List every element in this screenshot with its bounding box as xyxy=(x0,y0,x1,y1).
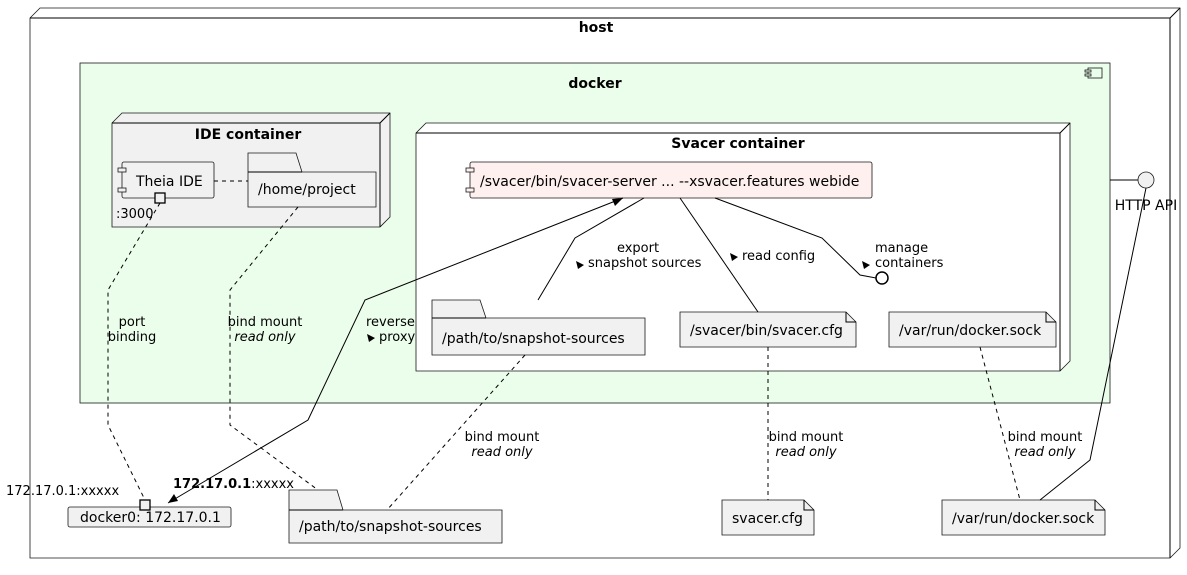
svg-text:172.17.0.1:xxxxx: 172.17.0.1:xxxxx xyxy=(173,477,294,492)
theia-port-label: :3000 xyxy=(116,207,153,222)
edge-bind-snapshot: bind mount read only xyxy=(386,354,540,511)
svg-text:port: port xyxy=(119,315,146,330)
svacer-container-title: Svacer container xyxy=(671,136,805,152)
snapshot-sources-folder-inner: /path/to/snapshot-sources xyxy=(431,299,646,356)
snapshot-host-label: /path/to/snapshot-sources xyxy=(299,519,482,535)
host-title: host xyxy=(579,20,614,36)
component-icon xyxy=(1084,67,1103,79)
edge-port-binding: port binding xyxy=(107,202,161,501)
svg-text:bind mount: bind mount xyxy=(465,430,540,445)
svacer-cfg-inner-label: /svacer/bin/svacer.cfg xyxy=(690,323,843,339)
edge-reverse-proxy: reverse proxy 172.17.0.1:xxxxx xyxy=(167,197,624,504)
docker-sock-file-inner: /var/run/docker.sock xyxy=(888,311,1057,348)
theia-port xyxy=(154,192,166,204)
snapshot-sources-folder-host: /path/to/snapshot-sources xyxy=(288,489,503,544)
svg-text:snapshot sources: snapshot sources xyxy=(588,256,702,271)
svg-text:binding: binding xyxy=(108,330,156,345)
svg-text:read only: read only xyxy=(1014,445,1075,460)
svacer-cfg-file-inner: /svacer/bin/svacer.cfg xyxy=(679,311,857,348)
ide-container-title: IDE container xyxy=(195,127,302,143)
snapshot-inner-label: /path/to/snapshot-sources xyxy=(442,331,625,347)
svg-text:export: export xyxy=(617,241,659,256)
edge-bind-config: bind mount read only xyxy=(767,347,844,500)
http-api-label: HTTP API xyxy=(1115,198,1177,214)
svg-text:read config: read config xyxy=(742,249,815,264)
http-api-interface: HTTP API xyxy=(1110,171,1177,214)
svg-text:read only: read only xyxy=(234,330,295,345)
edge-export: export snapshot sources xyxy=(537,197,702,301)
svg-text:reverse: reverse xyxy=(366,315,415,330)
svacer-cfg-host-label: svacer.cfg xyxy=(732,511,803,527)
svacer-cfg-file-host: svacer.cfg xyxy=(721,499,815,536)
theia-ide-label: Theia IDE xyxy=(135,174,203,190)
svacer-server-label: /svacer/bin/svacer-server ... --xsvacer.… xyxy=(480,174,859,190)
docker0-port-label: 172.17.0.1:xxxxx xyxy=(6,484,119,499)
docker-sock-inner-label: /var/run/docker.sock xyxy=(899,323,1042,339)
svg-text:bind mount: bind mount xyxy=(228,315,303,330)
docker-sock-file-host: /var/run/docker.sock xyxy=(941,499,1106,536)
docker-sock-host-label: /var/run/docker.sock xyxy=(952,511,1095,527)
edge-bind-project: bind mount read only xyxy=(228,206,319,491)
docker0-interface: docker0: 172.17.0.1 172.17.0.1:xxxxx xyxy=(6,484,232,528)
svg-text:bind mount: bind mount xyxy=(769,430,844,445)
docker-title: docker xyxy=(568,76,621,92)
edge-read-config: read config xyxy=(679,197,815,313)
docker0-port xyxy=(139,499,151,511)
svacer-server-component: /svacer/bin/svacer-server ... --xsvacer.… xyxy=(465,161,873,199)
svg-text:read only: read only xyxy=(775,445,836,460)
edge-http-api-sock xyxy=(1039,187,1147,501)
svg-text:read only: read only xyxy=(471,445,532,460)
theia-ide-component: Theia IDE :3000 xyxy=(116,161,215,222)
edge-bind-sock: bind mount read only xyxy=(979,346,1083,501)
home-project-label: /home/project xyxy=(258,182,356,198)
edge-manage: manage containers xyxy=(714,197,944,285)
docker0-label: docker0: 172.17.0.1 xyxy=(80,510,221,526)
svg-text:proxy: proxy xyxy=(379,330,416,345)
svg-text:manage: manage xyxy=(875,241,928,256)
home-project-folder: /home/project xyxy=(247,152,377,208)
svg-text:bind mount: bind mount xyxy=(1008,430,1083,445)
svg-text:containers: containers xyxy=(875,256,944,271)
